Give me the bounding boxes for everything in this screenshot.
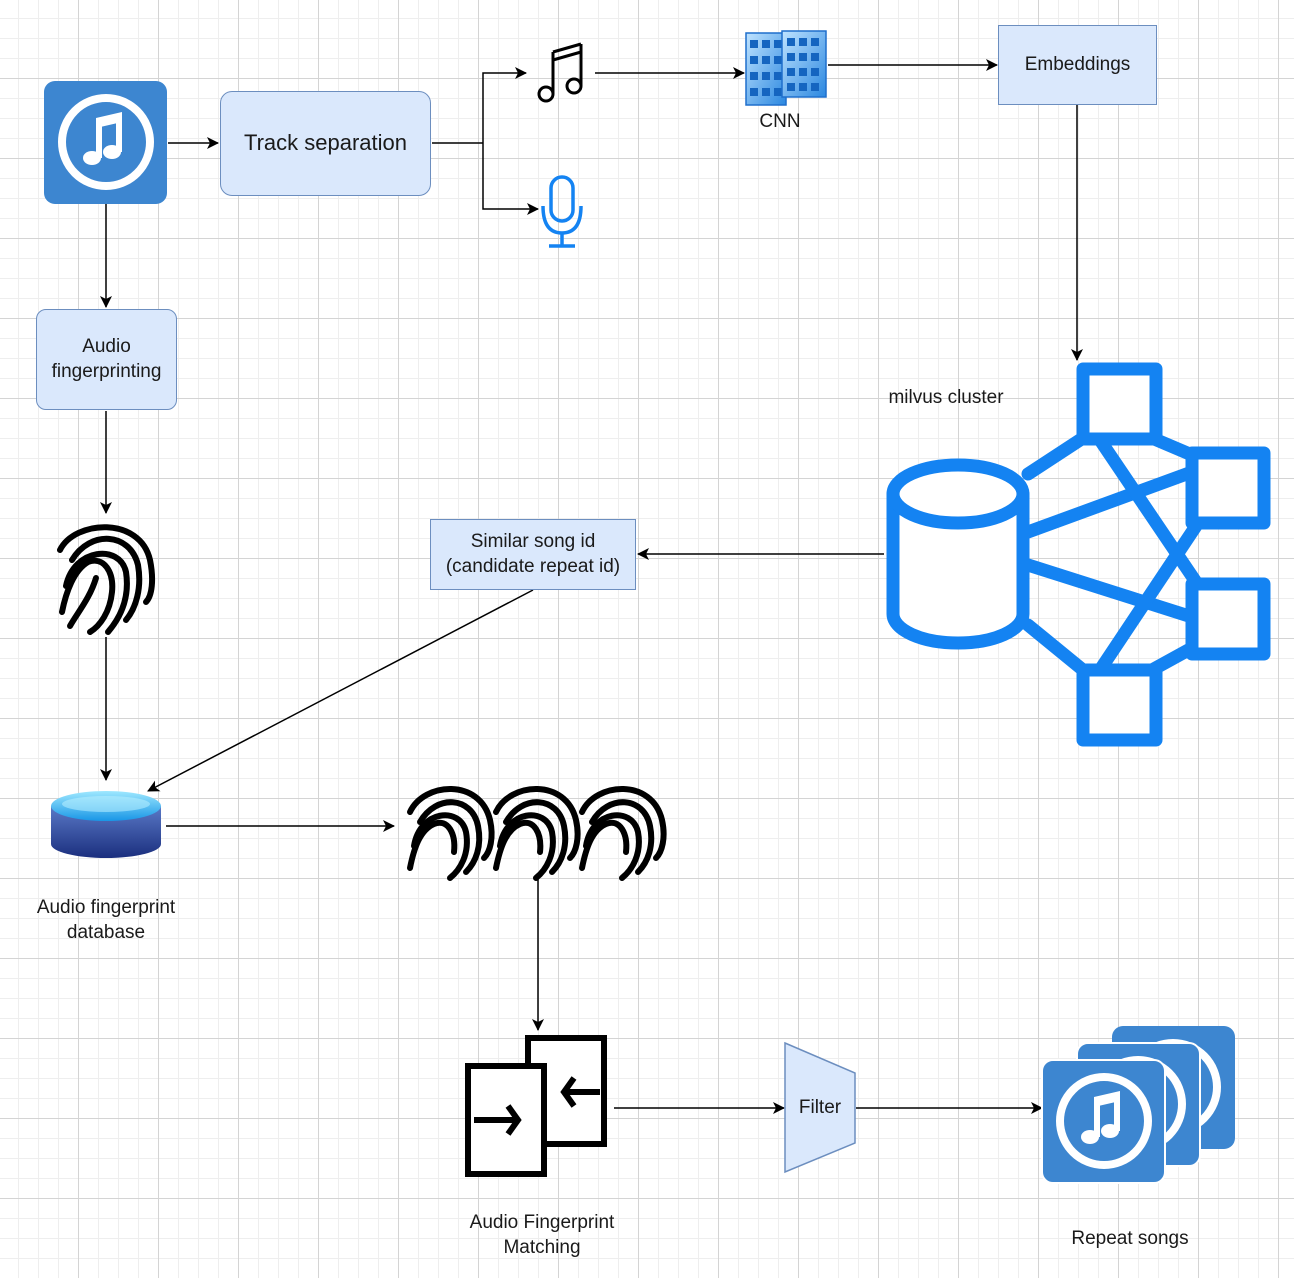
- embeddings-label: Embeddings: [1024, 53, 1131, 75]
- music-files-stack-icon: [1041, 1026, 1235, 1184]
- audio-fingerprinting-label-line2: fingerprinting: [51, 360, 162, 382]
- fp-matching-label: Audio Fingerprint Matching: [442, 1211, 642, 1260]
- fingerprints-icon: [407, 786, 667, 881]
- similar-song-label-line2: (candidate repeat id): [445, 555, 621, 577]
- fp-matching-label-line1: Audio Fingerprint: [469, 1212, 615, 1233]
- microphone-icon: [541, 175, 583, 248]
- repeat-songs-label: Repeat songs: [1071, 1228, 1189, 1249]
- connectors: [100, 59, 1083, 1114]
- fp-database-label-line2: database: [66, 921, 146, 943]
- filter-label: Filter: [798, 1097, 842, 1118]
- track-separation-label: Track separation: [243, 130, 408, 156]
- milvus-cluster-label: milvus cluster: [888, 387, 1004, 408]
- music-note-icon: [537, 42, 583, 103]
- edge-similar-to-database: [147, 589, 534, 792]
- similar-song-label-line1: Similar song id: [470, 530, 596, 552]
- database-icon: [51, 791, 161, 858]
- audio-fingerprinting-label-line1: Audio: [82, 335, 131, 357]
- fingerprint-icon: [57, 524, 156, 635]
- fp-matching-label-line2: Matching: [503, 1236, 581, 1258]
- fp-database-label-line1: Audio fingerprint: [36, 897, 176, 918]
- audio-fingerprinting-box: Audio fingerprinting: [36, 309, 177, 410]
- edge-split-to-music: [482, 67, 527, 143]
- compare-icon: [465, 1035, 607, 1177]
- database-cluster-icon: [886, 362, 1271, 747]
- track-separation-box: Track separation: [220, 91, 431, 196]
- neural-network-icon: [745, 30, 827, 106]
- embeddings-box: Embeddings: [998, 25, 1157, 105]
- edge-split-to-vocals: [482, 143, 539, 215]
- cnn-label: CNN: [759, 111, 801, 132]
- fp-database-label: Audio fingerprint database: [6, 896, 206, 945]
- similar-song-box: Similar song id (candidate repeat id): [430, 519, 636, 590]
- music-file-icon: [44, 81, 167, 204]
- filter-icon: [784, 1041, 856, 1174]
